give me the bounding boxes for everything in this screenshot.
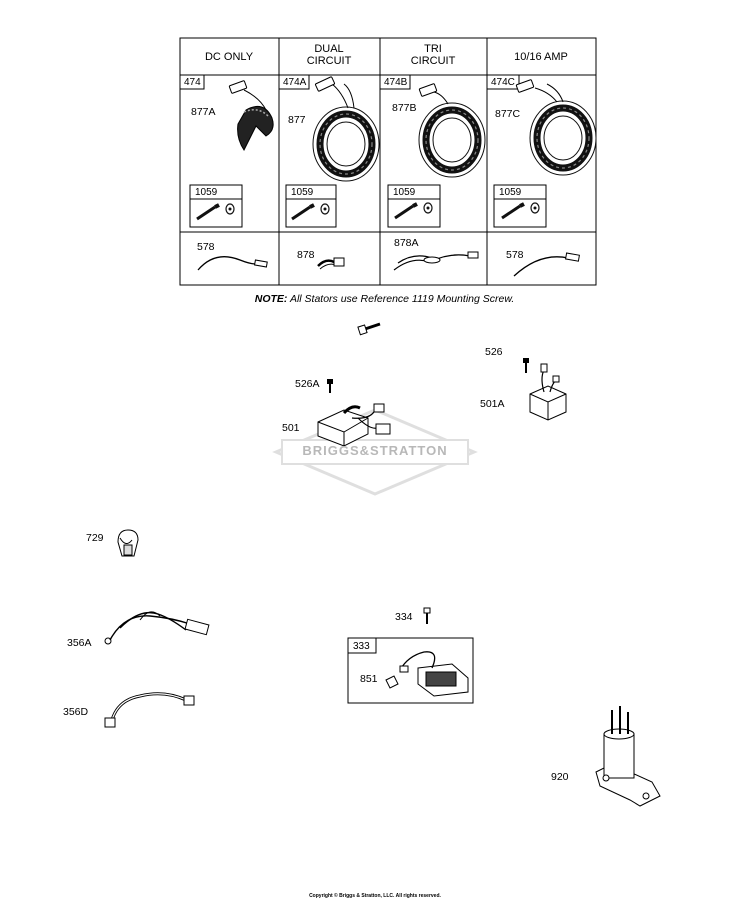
wire-356d-illustration [104, 692, 195, 728]
screw-334-icon [423, 607, 431, 624]
kit-474c-label: 474C [491, 77, 515, 88]
ignition-coil-333-illustration [399, 651, 469, 697]
screw-kit-1059-label-4: 1059 [499, 187, 522, 198]
stator-877a-illustration [228, 80, 274, 151]
screw-kit-1059-icon [195, 201, 541, 221]
note-prefix: NOTE: [254, 293, 288, 305]
clip-851-icon [385, 675, 399, 689]
screw-kit-1059-label-2: 1059 [291, 187, 314, 198]
part-333-label: 333 [353, 641, 370, 652]
screw-526-icon [523, 358, 529, 373]
lead-wire-878-icon [317, 257, 345, 270]
screw-526a-icon [327, 379, 333, 393]
part-356d-label: 356D [63, 706, 89, 718]
header-dc-only-line-1: DC ONLY [205, 51, 254, 63]
part-851-label: 851 [360, 673, 378, 685]
stator-877-illustration [313, 76, 379, 181]
kit-474b-label: 474B [384, 77, 408, 88]
lead-578-label: 578 [197, 241, 215, 253]
lead-wire-578b-icon [513, 252, 580, 277]
stator-877a-label: 877A [191, 106, 216, 118]
header-10-16-amp-line-1: 10/16 AMP [514, 51, 568, 63]
regulator-501-illustration [317, 403, 391, 447]
part-501-label: 501 [282, 422, 300, 434]
grommet-729-illustration [117, 529, 139, 557]
stator-table [179, 37, 597, 286]
part-920-label: 920 [551, 771, 569, 783]
copyright-text: Copyright © Briggs & Stratton, LLC. All … [309, 893, 441, 899]
lead-578b-label: 578 [506, 249, 524, 261]
stator-877-label: 877 [288, 114, 306, 126]
part-729-label: 729 [86, 532, 104, 544]
screw-kit-1059-label-3: 1059 [393, 187, 416, 198]
screw-kit-1059-label-1: 1059 [195, 187, 218, 198]
part-356a-label: 356A [67, 637, 92, 649]
stator-877c-label: 877C [495, 108, 521, 120]
briggs-stratton-watermark-logo [272, 408, 478, 496]
lead-878-label: 878 [297, 249, 315, 261]
regulator-501a-illustration [529, 363, 567, 421]
stator-note: NOTE: All Stators use Reference 1119 Mou… [180, 293, 589, 305]
stator-877b-label: 877B [392, 102, 417, 114]
lead-wire-578-icon [197, 256, 268, 271]
header-dual-circuit-line-1: DUAL [314, 43, 343, 55]
lead-wire-878a-icon [393, 251, 479, 271]
kit-474a-label: 474A [283, 77, 307, 88]
watermark-text: BRIGGS&STRATTON [302, 443, 448, 458]
stator-877c-illustration [515, 79, 596, 175]
stator-877b-illustration [419, 83, 485, 177]
note-text: All Stators use Reference 1119 Mounting … [289, 293, 515, 305]
kit-333-box [347, 637, 474, 704]
part-501a-label: 501A [480, 398, 505, 410]
part-526a-label: 526A [295, 378, 320, 390]
header-dual-circuit-line-2: CIRCUIT [307, 55, 352, 67]
part-334-label: 334 [395, 611, 413, 623]
kit-474-label: 474 [184, 77, 201, 88]
lead-878a-label: 878A [394, 237, 419, 249]
part-526-label: 526 [485, 346, 503, 358]
solenoid-920-illustration [595, 706, 661, 807]
header-10-16-amp: 10/16 AMP [514, 51, 568, 63]
harness-356a-illustration [104, 611, 210, 645]
header-tri-circuit-line-1: TRI [424, 43, 442, 55]
header-tri-circuit-line-2: CIRCUIT [411, 55, 456, 67]
header-dc-only: DC ONLY [205, 51, 254, 63]
mounting-screw-icon [357, 322, 381, 336]
